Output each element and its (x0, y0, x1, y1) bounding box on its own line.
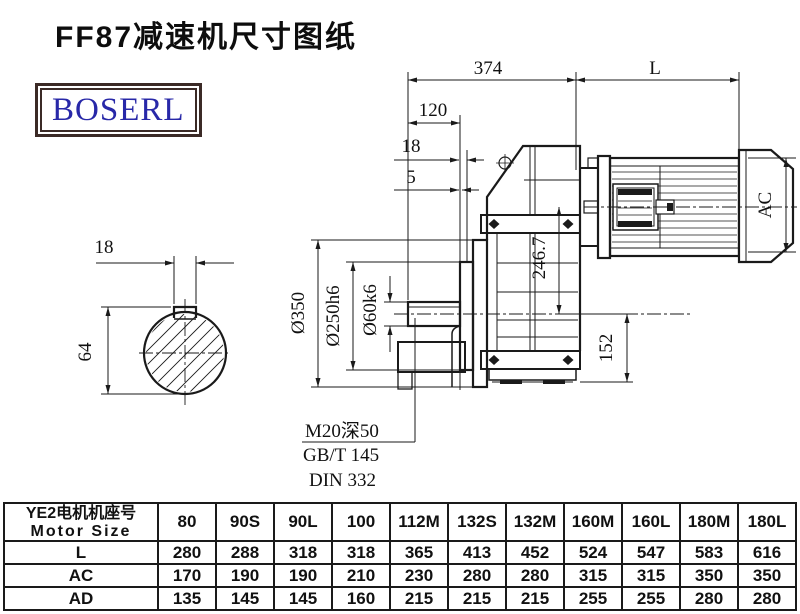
dim-value: 547 (621, 540, 681, 565)
dim-value: 255 (563, 586, 623, 611)
col-header-132M: 132M (505, 502, 565, 542)
dim-value: 350 (679, 563, 739, 588)
key-height-label: 64 (75, 342, 96, 362)
key-width-label: 18 (95, 237, 114, 258)
dim-value: 160 (331, 586, 391, 611)
motor-size-header: YE2电机机座号 Motor Size (3, 502, 159, 542)
row-label: L (3, 540, 159, 565)
key-height-dim (101, 306, 178, 395)
col-header-180M: 180M (679, 502, 739, 542)
section-centerlines (139, 299, 231, 408)
dim-value: 145 (273, 586, 333, 611)
boserl-logo-text: BOSERL (40, 88, 197, 132)
dim-value: 230 (389, 563, 449, 588)
dim-value: 215 (505, 586, 565, 611)
mounting-foot (397, 341, 466, 390)
row-label: AD (3, 586, 159, 611)
dim-value: 280 (447, 563, 507, 588)
axis-centerlines (394, 206, 797, 315)
dim-value: 280 (679, 586, 739, 611)
tap-note-label: M20深50 (305, 420, 379, 442)
col-header-112M: 112M (389, 502, 449, 542)
key-width-dim (96, 256, 234, 304)
dim-value: 318 (273, 540, 333, 565)
dim-120-label: 120 (419, 100, 448, 121)
dim-AC-label: AC (755, 192, 776, 218)
motor-size-header-cn: YE2电机机座号 (25, 505, 137, 522)
dim-value: 170 (157, 563, 217, 588)
housing-ribs (496, 146, 580, 351)
col-header-160M: 160M (563, 502, 623, 542)
dim-value: 315 (621, 563, 681, 588)
col-header-90S: 90S (215, 502, 275, 542)
dim-value: 350 (737, 563, 797, 588)
output-flange (451, 115, 489, 390)
dim-246-label: 246.7 (529, 237, 550, 280)
tap-std2-label: DIN 332 (309, 470, 376, 491)
dim-value: 190 (273, 563, 333, 588)
dim-152-label: 152 (596, 334, 617, 363)
dim-value: 365 (389, 540, 449, 565)
dim-L-label: L (649, 58, 661, 79)
dim-value: 135 (157, 586, 217, 611)
col-header-80: 80 (157, 502, 217, 542)
dim-dia250-label: Ø250h6 (323, 285, 344, 346)
col-header-160L: 160L (621, 502, 681, 542)
dim-value: 288 (215, 540, 275, 565)
dimension-drawing: 18 64 (75, 58, 797, 491)
dim-value: 318 (331, 540, 391, 565)
shaft-section-view (96, 256, 234, 408)
dimension-lines (302, 72, 796, 443)
dim-value: 190 (215, 563, 275, 588)
col-header-90L: 90L (273, 502, 333, 542)
dim-dia60-label: Ø60k6 (360, 284, 381, 336)
dim-dia350-label: Ø350 (288, 292, 309, 334)
dim-value: 524 (563, 540, 623, 565)
dim-value: 255 (621, 586, 681, 611)
dim-value: 583 (679, 540, 739, 565)
dim-value: 280 (157, 540, 217, 565)
dim-374-label: 374 (474, 58, 503, 79)
col-header-132S: 132S (447, 502, 507, 542)
dim-value: 452 (505, 540, 565, 565)
dim-value: 145 (215, 586, 275, 611)
dim-value: 210 (331, 563, 391, 588)
eyebolt-hole (496, 154, 514, 172)
dim-5-label: 5 (406, 167, 416, 188)
gearbox-assembly (302, 72, 797, 443)
fan-cowl (737, 148, 795, 264)
row-label: AC (3, 563, 159, 588)
dim-value: 280 (505, 563, 565, 588)
col-header-180L: 180L (737, 502, 797, 542)
tap-std1-label: GB/T 145 (303, 445, 379, 466)
motor-adapter (579, 157, 599, 247)
dim-value: 413 (447, 540, 507, 565)
dim-value: 215 (447, 586, 507, 611)
dim-value: 616 (737, 540, 797, 565)
boserl-logo: BOSERL (35, 83, 202, 137)
col-header-100: 100 (331, 502, 391, 542)
dim-value: 280 (737, 586, 797, 611)
dim-value: 315 (563, 563, 623, 588)
dim-value: 215 (389, 586, 449, 611)
dim-18-label: 18 (402, 136, 421, 157)
page-title: FF87减速机尺寸图纸 (55, 21, 358, 54)
motor-size-header-en: Motor Size (30, 523, 132, 540)
